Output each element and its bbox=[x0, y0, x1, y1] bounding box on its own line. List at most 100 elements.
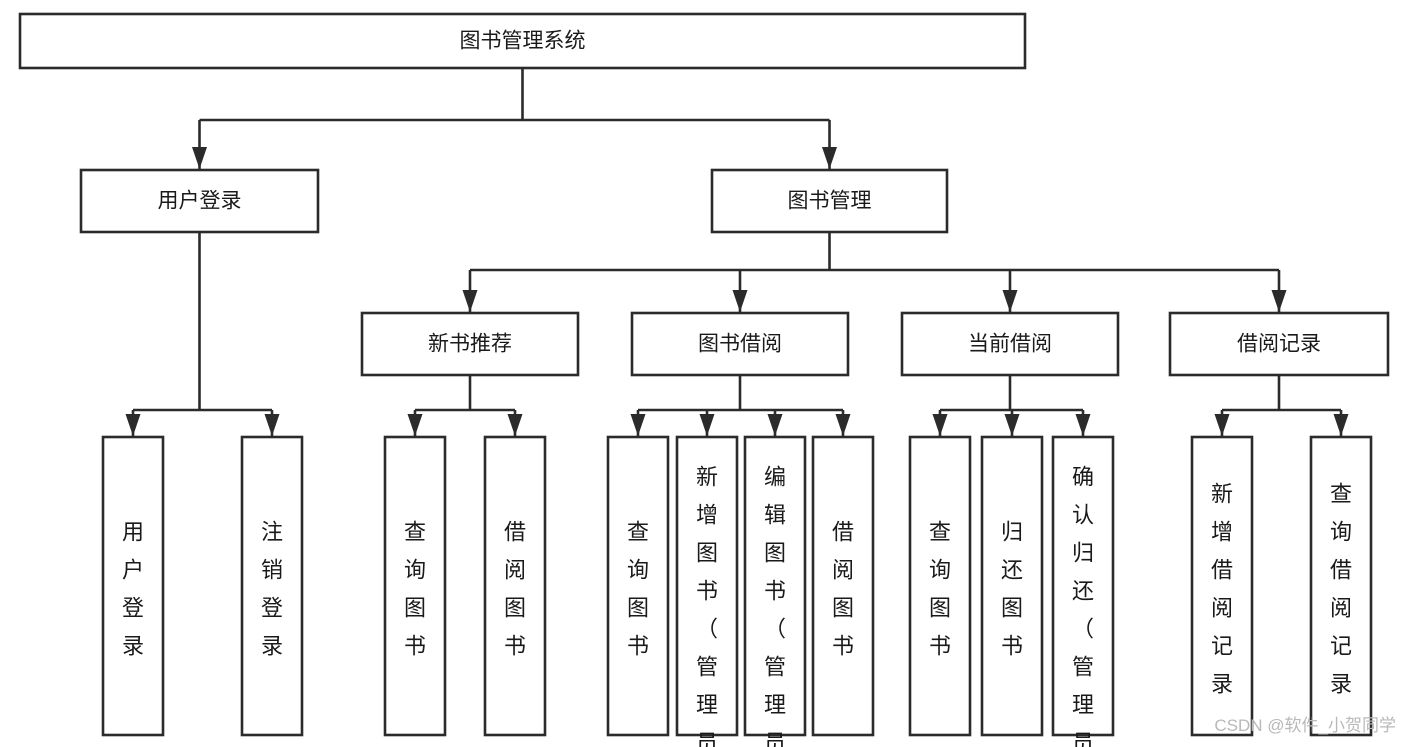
watermark-label: CSDN @软件_小贺同学 bbox=[1214, 716, 1396, 735]
node-box-root bbox=[18, 12, 1027, 70]
node-box-leaf-confirm-return-admin bbox=[1051, 435, 1115, 737]
node-label-root: 图书管理系统 bbox=[460, 30, 586, 53]
connector-arrow-icon bbox=[1002, 290, 1018, 312]
node-label-char: 查 bbox=[404, 520, 426, 545]
nodes-layer: 图书管理系统用户登录图书管理新书推荐图书借阅当前借阅借阅记录用户登录注销登录查询… bbox=[18, 12, 1390, 747]
connector-arrow-icon bbox=[822, 147, 837, 169]
node-label-char: 登 bbox=[261, 596, 283, 621]
node-label-char: 用 bbox=[122, 520, 144, 545]
node-label-char: 询 bbox=[929, 558, 951, 583]
node-label-char: 书 bbox=[764, 579, 786, 604]
node-label-char: 认 bbox=[1072, 503, 1094, 528]
node-label-char: 图 bbox=[404, 596, 426, 621]
node-box-leaf-query-book-recommend bbox=[383, 435, 447, 737]
node-label-char: 管 bbox=[1072, 655, 1094, 680]
connector-arrow-icon bbox=[699, 414, 715, 436]
node-label-char: （ bbox=[1072, 617, 1094, 642]
node-label-char: 辑 bbox=[764, 503, 786, 528]
node-label-user-login: 用户登录 bbox=[158, 190, 242, 213]
node-label-char: 借 bbox=[504, 520, 526, 545]
node-label-char: 销 bbox=[261, 558, 283, 583]
connector-arrow-icon bbox=[1004, 414, 1020, 436]
node-label-char: 注 bbox=[261, 520, 283, 545]
node-label-char: 借 bbox=[1330, 558, 1352, 583]
node-box-current-borrow bbox=[900, 311, 1120, 377]
node-label-char: 员 bbox=[764, 731, 786, 747]
connector-arrow-icon bbox=[407, 414, 423, 436]
node-label-char: 书 bbox=[832, 634, 854, 659]
node-label-book-borrow: 图书借阅 bbox=[698, 333, 782, 356]
node-leaf-user-login[interactable]: 用户登录 bbox=[101, 435, 165, 737]
connector-arrow-icon bbox=[767, 414, 783, 436]
node-label-char: 登 bbox=[122, 596, 144, 621]
node-user-login[interactable]: 用户登录 bbox=[79, 168, 320, 234]
node-book-borrow[interactable]: 图书借阅 bbox=[630, 311, 850, 377]
node-label-char: 管 bbox=[764, 655, 786, 680]
node-label-char: 书 bbox=[1001, 634, 1023, 659]
node-label-char: 查 bbox=[627, 520, 649, 545]
node-label-borrow-record: 借阅记录 bbox=[1237, 333, 1321, 356]
node-root[interactable]: 图书管理系统 bbox=[18, 12, 1027, 70]
node-label-char: 书 bbox=[929, 634, 951, 659]
node-label-char: 阅 bbox=[1330, 596, 1352, 621]
node-borrow-record[interactable]: 借阅记录 bbox=[1168, 311, 1390, 377]
connector-arrow-icon bbox=[932, 414, 948, 436]
connector-arrow-icon bbox=[1075, 414, 1091, 436]
node-label-char: 借 bbox=[832, 520, 854, 545]
node-label-char: 查 bbox=[1330, 482, 1352, 507]
node-label-char: 还 bbox=[1072, 579, 1094, 604]
connector-arrow-icon bbox=[1214, 414, 1230, 436]
node-box-leaf-add-borrow-record bbox=[1190, 435, 1254, 737]
node-label-char: 记 bbox=[1330, 634, 1352, 659]
node-label-char: 归 bbox=[1072, 541, 1094, 566]
node-box-borrow-record bbox=[1168, 311, 1390, 377]
connector-arrow-icon bbox=[264, 414, 280, 436]
node-label-char: 还 bbox=[1001, 558, 1023, 583]
node-box-leaf-return-book bbox=[980, 435, 1044, 737]
node-label-char: 新 bbox=[1211, 482, 1233, 507]
node-label-char: 录 bbox=[261, 634, 283, 659]
node-label-char: 新 bbox=[696, 465, 718, 490]
node-box-leaf-query-book-borrow bbox=[606, 435, 670, 737]
node-current-borrow[interactable]: 当前借阅 bbox=[900, 311, 1120, 377]
connector-arrow-icon bbox=[630, 414, 646, 436]
node-box-leaf-edit-book-admin bbox=[743, 435, 807, 737]
connector-arrow-icon bbox=[507, 414, 523, 436]
node-label-char: 录 bbox=[122, 634, 144, 659]
node-label-char: 书 bbox=[504, 634, 526, 659]
node-label-char: 管 bbox=[696, 655, 718, 680]
connector-arrow-icon bbox=[732, 290, 748, 312]
connector-arrow-icon bbox=[1271, 290, 1287, 312]
node-book-management[interactable]: 图书管理 bbox=[710, 168, 949, 234]
node-label-char: 图 bbox=[627, 596, 649, 621]
node-label-char: 图 bbox=[696, 541, 718, 566]
node-label-char: 图 bbox=[832, 596, 854, 621]
node-label-char: 理 bbox=[696, 693, 718, 718]
node-label-char: 归 bbox=[1001, 520, 1023, 545]
node-box-leaf-query-book-current bbox=[908, 435, 972, 737]
node-label-char: 记 bbox=[1211, 634, 1233, 659]
connector-arrow-icon bbox=[462, 290, 478, 312]
node-box-leaf-borrow-book-recommend bbox=[483, 435, 547, 737]
node-label-char: 录 bbox=[1330, 672, 1352, 697]
node-box-leaf-borrow-book bbox=[811, 435, 875, 737]
connector-arrow-icon bbox=[1333, 414, 1349, 436]
node-label-book-management: 图书管理 bbox=[788, 190, 872, 213]
node-label-char: 阅 bbox=[504, 558, 526, 583]
connector-arrow-icon bbox=[192, 147, 207, 169]
node-label-char: 理 bbox=[764, 693, 786, 718]
node-new-book-recommend[interactable]: 新书推荐 bbox=[360, 311, 580, 377]
